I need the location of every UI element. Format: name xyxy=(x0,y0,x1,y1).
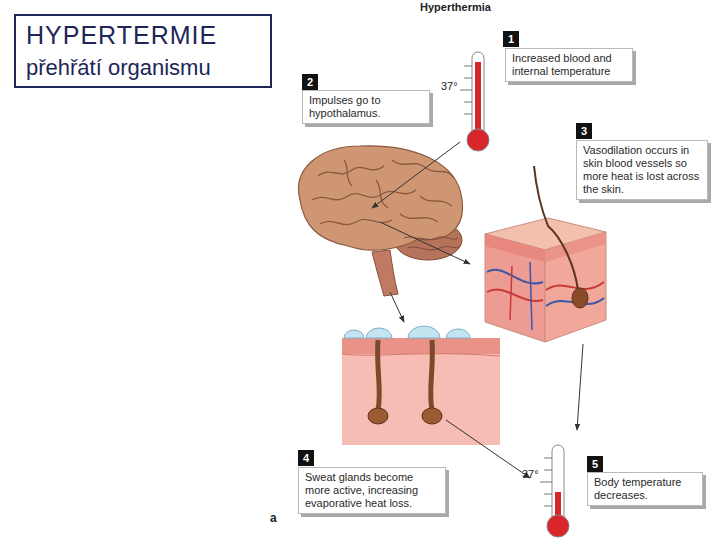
brain xyxy=(420,196,452,206)
sweat-skin xyxy=(342,338,500,445)
thermometer xyxy=(464,102,472,103)
sweat-skin xyxy=(408,326,440,338)
brain xyxy=(400,214,438,222)
skin-block xyxy=(534,166,578,290)
step-box: Sweat glands become more active, increas… xyxy=(298,467,446,514)
step-box: Increased blood and internal temperature xyxy=(505,48,633,82)
callout-number: 5 xyxy=(587,456,603,472)
step-box: Impulses go to hypothalamus. xyxy=(302,90,430,124)
skin-block xyxy=(545,232,606,342)
sweat-skin xyxy=(378,340,380,410)
diagram-title: Hyperthermia xyxy=(420,1,491,13)
thermometer xyxy=(464,114,472,115)
thermometer xyxy=(540,482,552,483)
thermometer xyxy=(540,445,569,537)
box-text: HYPERTERMIE xyxy=(26,20,260,50)
brain xyxy=(312,190,416,200)
thermometer xyxy=(544,494,552,495)
thermometer xyxy=(460,90,472,91)
skin-block xyxy=(485,234,545,342)
thermometer xyxy=(544,470,552,471)
callout-number: 1 xyxy=(503,31,519,47)
flow-arrow xyxy=(446,420,530,478)
brain xyxy=(299,146,463,296)
brain xyxy=(392,160,454,178)
flow-arrow xyxy=(390,292,404,322)
temperature-mark: 37° xyxy=(441,80,458,92)
sweat-skin xyxy=(344,330,364,338)
callout-number: 3 xyxy=(576,123,592,139)
panel-letter: a xyxy=(270,511,277,525)
sweat-skin xyxy=(422,408,442,424)
box-text: přehřátí organismu xyxy=(26,54,260,82)
skin-block xyxy=(530,262,532,330)
sweat-skin xyxy=(342,326,500,445)
thermometer xyxy=(460,52,489,151)
brain xyxy=(299,146,463,250)
brain xyxy=(318,166,384,176)
box-text: Body temperature decreases. xyxy=(594,476,696,502)
skin-block xyxy=(487,270,543,284)
flow-arrow xyxy=(372,142,583,478)
sweat-skin xyxy=(342,338,500,354)
callout-number: 2 xyxy=(302,74,318,90)
sweat-skin xyxy=(366,328,392,338)
brain xyxy=(408,246,460,250)
sweat-skin xyxy=(368,408,388,424)
thermometer xyxy=(544,458,552,459)
step-box: Vasodilation occurs in skin blood vessel… xyxy=(576,140,708,200)
skin-block xyxy=(487,290,543,301)
box-text: Vasodilation occurs in skin blood vessel… xyxy=(583,144,701,196)
thermometer xyxy=(467,129,489,151)
skin-block xyxy=(546,282,604,290)
box-text: Increased blood and internal temperature xyxy=(512,52,626,78)
skin-block xyxy=(572,288,588,308)
flow-arrow xyxy=(372,142,460,208)
brain xyxy=(344,160,352,186)
sweat-skin xyxy=(431,340,433,410)
temperature-mark: 37° xyxy=(522,468,539,480)
step-box: Body temperature decreases. xyxy=(587,472,703,506)
box-text: Impulses go to hypothalamus. xyxy=(309,94,423,120)
skin-block xyxy=(485,234,545,262)
thermometer xyxy=(544,506,552,507)
sweat-skin xyxy=(342,354,500,356)
brain xyxy=(372,250,398,296)
skin-block xyxy=(545,232,606,262)
brain xyxy=(312,160,454,225)
flow-arrow xyxy=(577,344,583,430)
brain xyxy=(404,237,460,250)
skin-block xyxy=(510,266,512,320)
flow-arrow xyxy=(380,222,470,264)
sweat-skin xyxy=(446,329,470,338)
thermometer xyxy=(464,66,472,67)
brain xyxy=(320,219,392,224)
topic-box: HYPERTERMIE přehřátí organismu xyxy=(14,14,272,88)
box-text: Sweat glands become more active, increas… xyxy=(305,471,439,510)
thermometer xyxy=(464,78,472,79)
callout-number: 4 xyxy=(298,450,314,466)
thermometer xyxy=(547,515,569,537)
